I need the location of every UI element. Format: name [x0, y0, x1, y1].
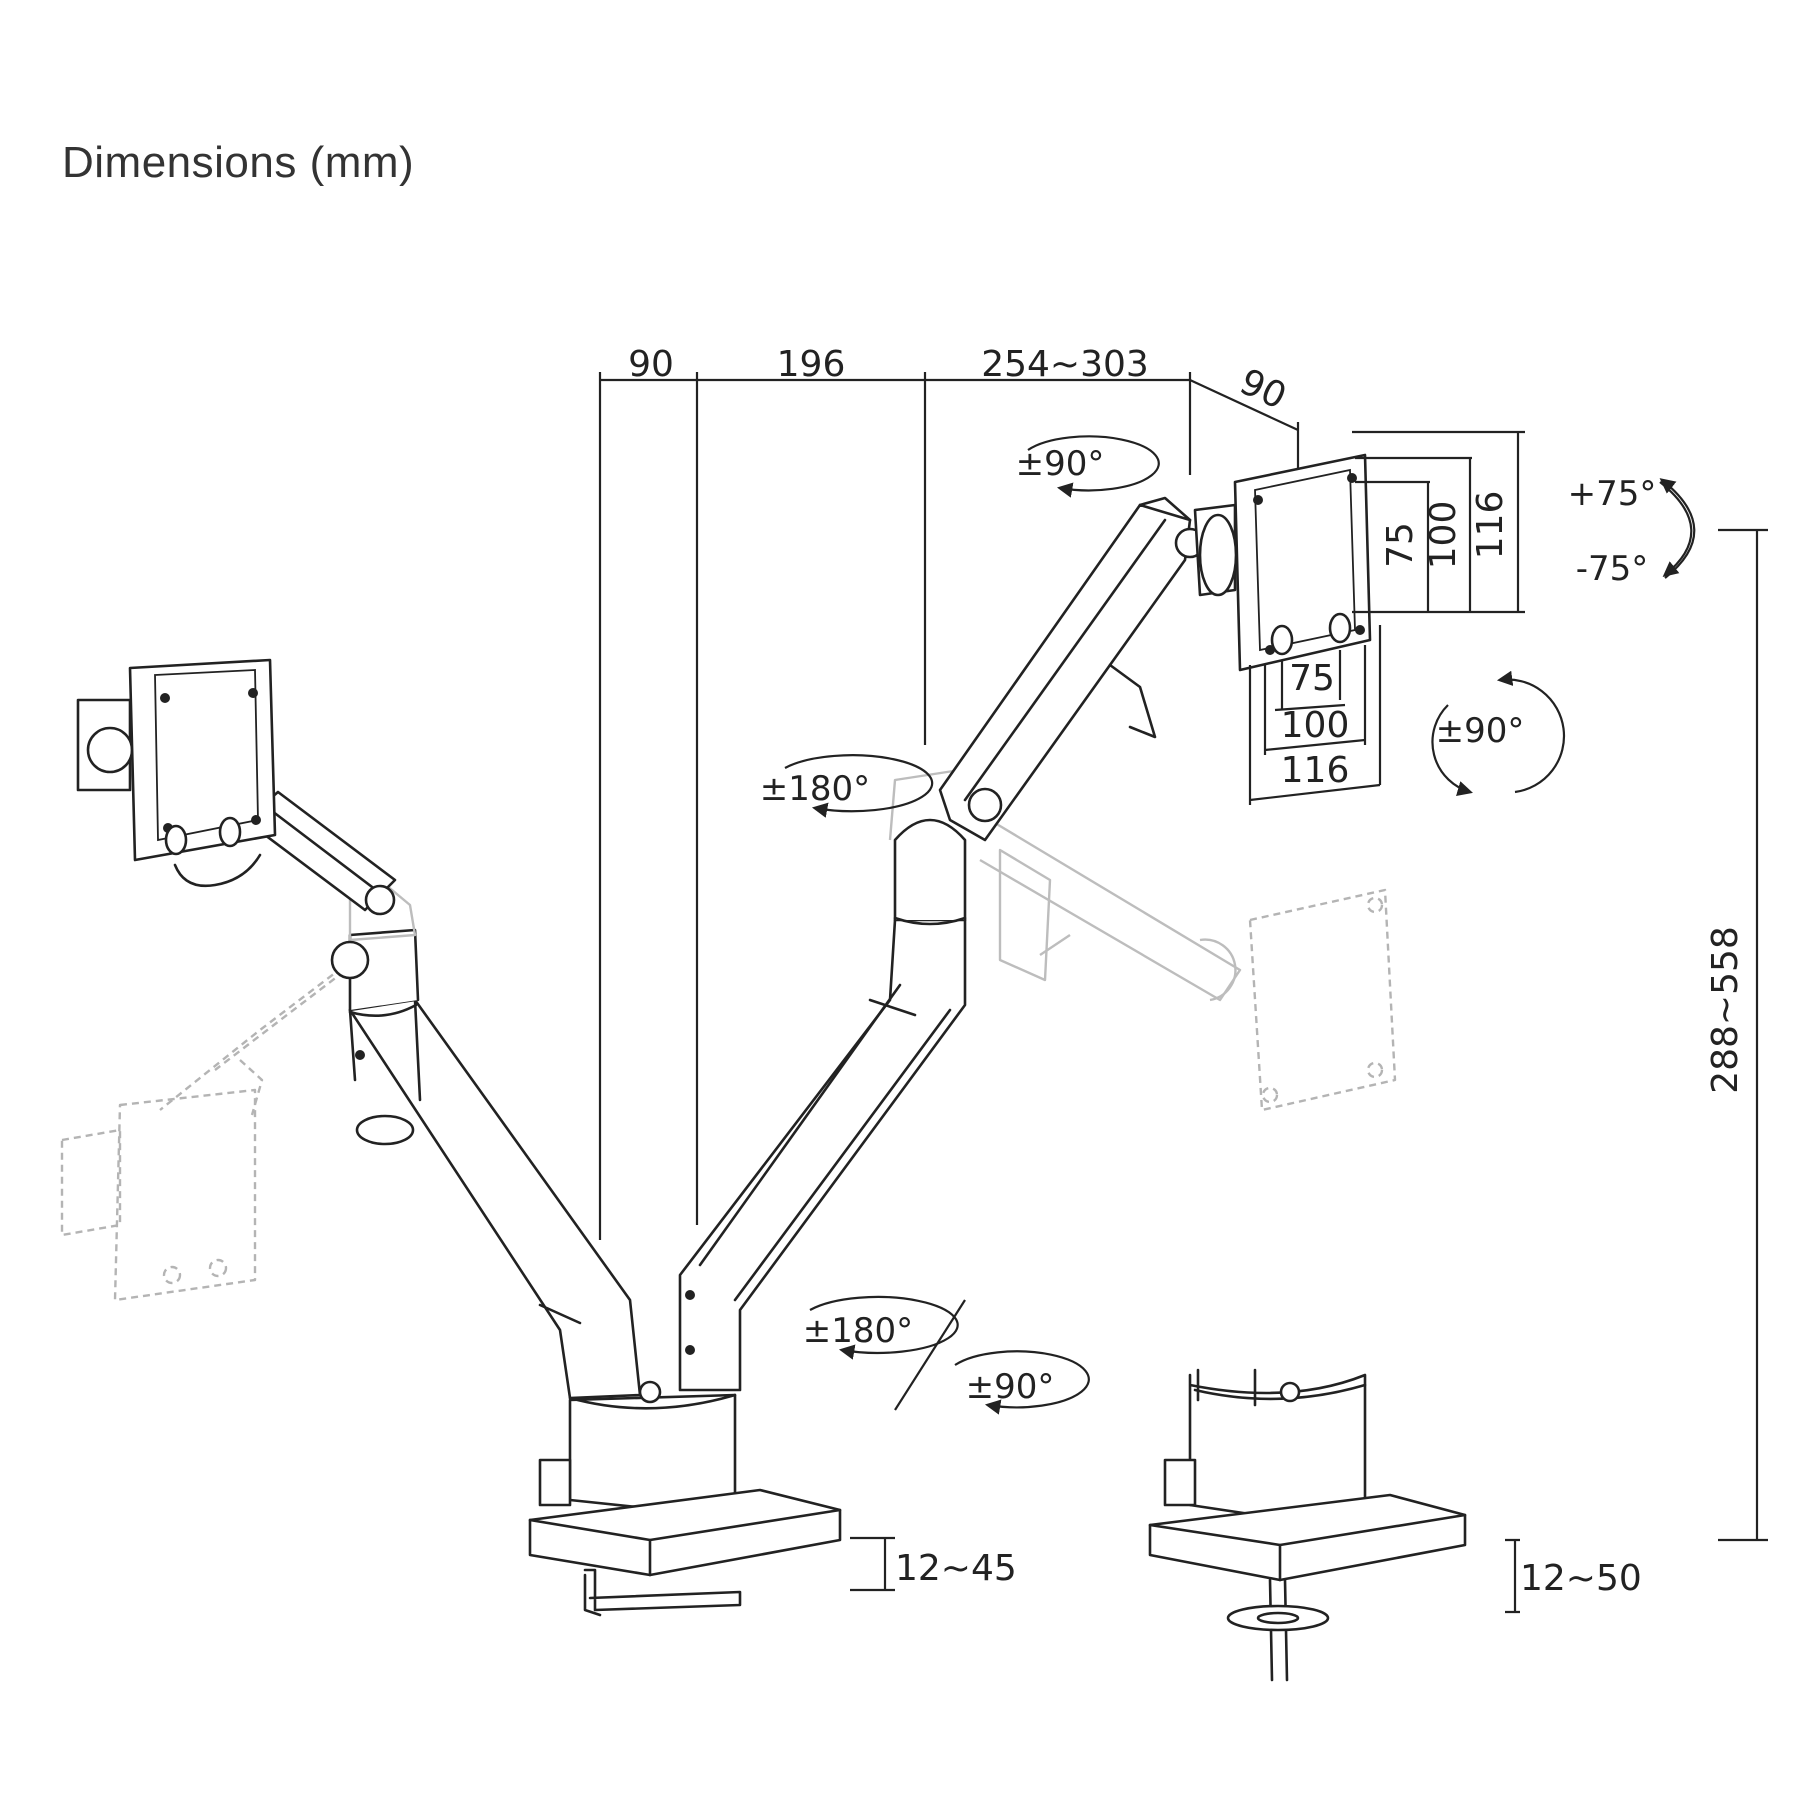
grommet-thickness-dim [1505, 1538, 1520, 1614]
right-arm [678, 453, 1372, 1392]
dim-top-196: 196 [777, 344, 846, 385]
rot-tilt-down: -75° [1576, 549, 1649, 589]
rotation-base-tilt [954, 1350, 1090, 1415]
vesa-vertical-dims [1352, 430, 1525, 614]
rot-base-swivel: ±180° [803, 1311, 913, 1351]
separator-slash [894, 1299, 966, 1411]
left-arm [76, 658, 642, 1400]
dim-height-range: 288~558 [1705, 926, 1746, 1094]
rot-screen-rotate: ±90° [1436, 711, 1525, 751]
page-title: Dimensions (mm) [62, 138, 415, 187]
rot-top-swivel: ±90° [1016, 444, 1105, 484]
ghost-right-arm [979, 818, 1397, 1112]
rotation-screen-rotate [1431, 670, 1566, 796]
dim-vesa-v-100: 100 [1423, 501, 1464, 570]
vesa-horizontal-dims [1248, 625, 1382, 805]
rotation-tilt [1659, 478, 1696, 579]
dim-top-90: 90 [628, 344, 674, 385]
clamp-base [528, 1380, 842, 1617]
dim-clamp-thickness: 12~45 [895, 1548, 1017, 1589]
grommet-base [1148, 1368, 1467, 1682]
dim-grommet-thickness: 12~50 [1520, 1558, 1642, 1599]
rot-tilt-up: +75° [1568, 474, 1657, 514]
dim-vesa-h-100: 100 [1281, 705, 1350, 746]
rot-elbow-swivel: ±180° [760, 769, 870, 809]
dim-vesa-h-116: 116 [1281, 750, 1350, 791]
rotation-elbow-swivel [784, 754, 934, 818]
clamp-thickness-dim [850, 1536, 895, 1592]
rotation-top-swivel [1027, 435, 1160, 498]
dim-vesa-v-116: 116 [1470, 491, 1511, 560]
dim-vesa-v-75: 75 [1380, 522, 1421, 568]
top-dimension-lines [598, 372, 1300, 1240]
dim-top-254-303: 254~303 [981, 344, 1149, 385]
rot-base-tilt: ±90° [966, 1367, 1055, 1407]
ghost-left-arm [60, 934, 393, 1302]
height-dimension [1718, 528, 1768, 1542]
dim-top-90-angled: 90 [1233, 361, 1292, 418]
dim-vesa-h-75: 75 [1289, 658, 1335, 699]
